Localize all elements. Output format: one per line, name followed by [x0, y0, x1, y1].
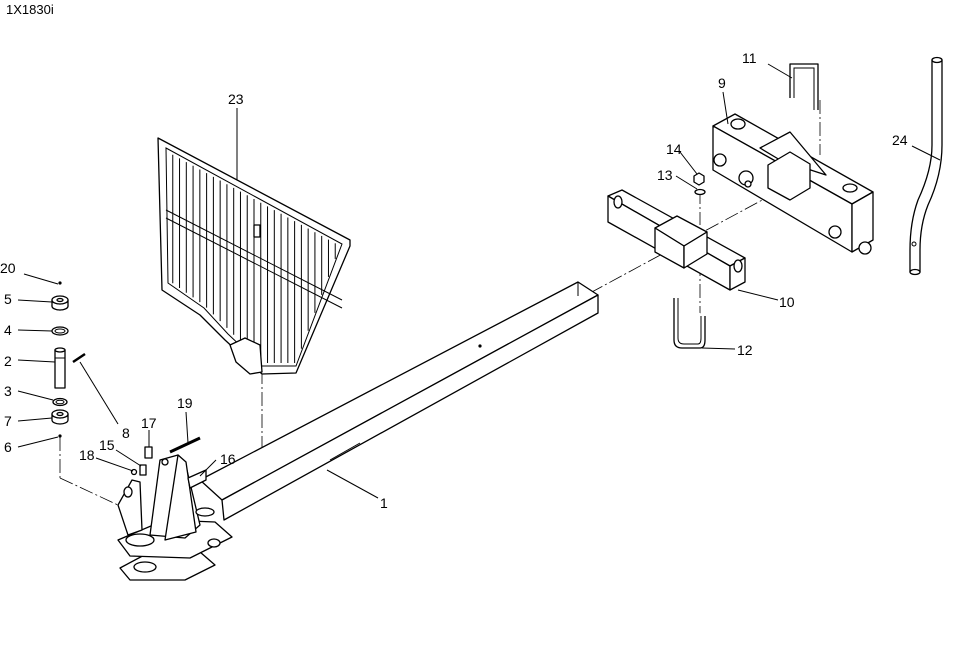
callout-10: 10 — [779, 294, 795, 310]
callout-5: 5 — [4, 291, 12, 307]
callout-9: 9 — [718, 75, 726, 91]
callout-2: 2 — [4, 353, 12, 369]
callout-3: 3 — [4, 383, 12, 399]
callout-14: 14 — [666, 141, 682, 157]
drawing-id: 1X1830i — [6, 2, 54, 17]
callout-12: 12 — [737, 342, 753, 358]
callouts: 1 2 3 4 5 6 7 8 9 10 11 12 13 14 15 16 1… — [0, 50, 908, 511]
callout-4: 4 — [4, 322, 12, 338]
callout-1: 1 — [380, 495, 388, 511]
pin-stack — [51, 281, 86, 438]
callout-24: 24 — [892, 132, 908, 148]
callout-6: 6 — [4, 439, 12, 455]
callout-17: 17 — [141, 415, 157, 431]
callout-23: 23 — [228, 91, 244, 107]
hitch-base — [117, 454, 233, 581]
callout-18: 18 — [79, 447, 95, 463]
callout-8: 8 — [122, 425, 130, 441]
u-bolt-upper — [789, 63, 819, 110]
u-bolt-lower — [673, 298, 706, 349]
receiver-tube — [607, 189, 746, 291]
callout-7: 7 — [4, 413, 12, 429]
callout-16: 16 — [220, 451, 236, 467]
callout-13: 13 — [657, 167, 673, 183]
leader-lines — [17, 63, 941, 499]
bent-tube — [909, 56, 943, 276]
grille-guard — [157, 137, 351, 375]
mount-bracket — [712, 113, 874, 255]
callout-11: 11 — [742, 50, 757, 66]
callout-20: 20 — [0, 260, 16, 276]
drawbar-beam — [199, 281, 599, 521]
callout-19: 19 — [177, 395, 193, 411]
callout-15: 15 — [99, 437, 115, 453]
nut-washer — [693, 172, 706, 196]
